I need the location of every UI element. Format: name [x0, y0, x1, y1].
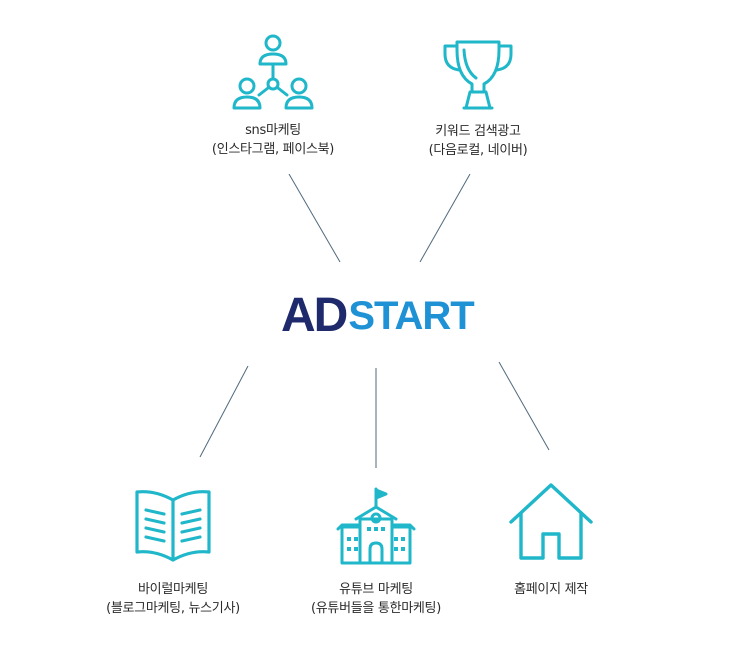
node-title: 홈페이지 제작 [514, 582, 588, 597]
people-network-icon [193, 34, 353, 112]
node-label: 유튜브 마케팅 (유튜버들을 통한마케팅) [296, 580, 456, 618]
node-subtitle: (유튜버들을 통한마케팅) [311, 601, 441, 616]
logo-ad-text: AD [281, 289, 348, 342]
node-label: 키워드 검색광고 (다음로컬, 네이버) [398, 122, 558, 160]
node-viral-marketing: 바이럴마케팅 (블로그마케팅, 뉴스기사) [93, 486, 253, 618]
open-book-icon [93, 486, 253, 564]
node-label: 바이럴마케팅 (블로그마케팅, 뉴스기사) [93, 580, 253, 618]
node-youtube-marketing: 유튜브 마케팅 (유튜버들을 통한마케팅) [296, 487, 456, 618]
node-title: 바이럴마케팅 [138, 582, 208, 597]
node-title: sns마케팅 [245, 123, 301, 138]
node-sns-marketing: sns마케팅 (인스타그램, 페이스북) [193, 34, 353, 159]
house-icon [471, 482, 631, 562]
connector-keyword [419, 173, 471, 263]
node-subtitle: (블로그마케팅, 뉴스기사) [106, 601, 240, 616]
connector-homepage [498, 361, 550, 451]
adstart-logo: AD START [281, 289, 475, 342]
logo-start-text: START [348, 294, 474, 338]
node-label: sns마케팅 (인스타그램, 페이스북) [193, 121, 353, 159]
school-building-icon [296, 487, 456, 565]
node-label: 홈페이지 제작 [471, 580, 631, 599]
connector-viral [199, 365, 249, 458]
node-subtitle: (다음로컬, 네이버) [428, 143, 528, 158]
connector-sns [288, 173, 341, 263]
node-keyword-ads: 키워드 검색광고 (다음로컬, 네이버) [398, 38, 558, 160]
trophy-icon [398, 38, 558, 112]
node-title: 유튜브 마케팅 [339, 582, 413, 597]
node-subtitle: (인스타그램, 페이스북) [211, 142, 335, 157]
node-homepage: 홈페이지 제작 [471, 482, 631, 599]
node-title: 키워드 검색광고 [435, 124, 521, 139]
